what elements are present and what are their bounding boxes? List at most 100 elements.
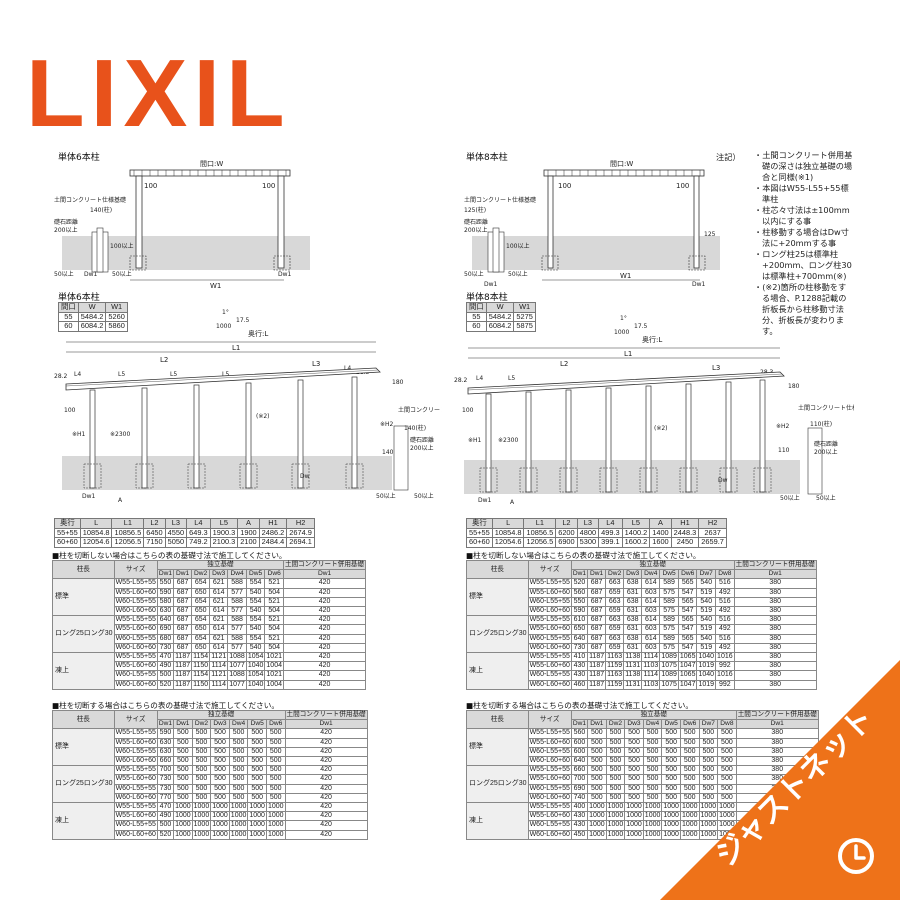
table-cell: W60-L60+60 [113,829,158,840]
col-header: Dw1 [282,569,367,580]
svg-text:W1: W1 [210,282,221,288]
table-cell: 540 [245,642,266,654]
table-cell: 1000 [247,811,267,822]
table-cell: 663 [605,633,625,644]
group-label: ロング25ロング30 [466,765,529,804]
svg-text:100以上: 100以上 [506,242,529,250]
table-cell: 1138 [623,652,643,663]
svg-text:※H1: ※H1 [468,437,482,444]
table-cell: 500 [698,774,719,785]
table-cell: 547 [677,606,698,617]
table-cell: 560 [570,587,589,598]
table-cell: 621 [209,578,229,589]
table-cell: 1000 [265,811,286,822]
table-cell: 500 [698,746,719,758]
table-cell: 519 [696,587,717,598]
table-cell: 500 [698,737,719,748]
svg-text:L5: L5 [508,375,515,382]
svg-text:28.2: 28.2 [54,373,68,380]
table-cell: 1000 [587,820,607,831]
table-cell: 687 [587,587,607,598]
table-cell: 1154 [191,670,211,681]
col-header: Dw3 [210,719,230,730]
side-diagram-8: 1° 17.5 1000 奥行:L L1 L2 L3 28.2 L4 L5 28… [454,315,854,506]
table-cell: 1000 [717,820,737,831]
table-cell: 1000 [679,829,700,840]
caption-no-cut-8: ■柱を切断しない場合はこちらの表の基礎寸法で施工してください。 [466,551,701,560]
table-cell: 420 [282,679,367,690]
svg-text:140(柱): 140(柱) [404,424,426,432]
table-cell: W55-L60+60 [113,587,158,598]
table-cell: 519 [696,606,717,617]
table-cell: 687 [173,642,193,654]
caption-cut-6: ■柱を切断する場合はこちらの表の基礎寸法で施工してください。 [52,701,279,710]
svg-text:200以上: 200以上 [464,226,487,234]
table-cell: 1187 [173,652,193,663]
col-header: 土間コンクリート併用基礎 [282,559,367,571]
svg-text:間口:W: 間口:W [610,160,633,168]
svg-text:※2300: ※2300 [498,437,518,444]
col-header: Dw1 [173,569,193,580]
table-cell: 1047 [677,679,698,690]
table-cell: 1187 [587,670,607,681]
table-cell: 663 [605,615,625,626]
col-header: 土間コンクリート併用基礎 [733,559,817,571]
table-cell: 1163 [605,670,625,681]
table-cell: 380 [735,756,819,767]
note-item: ・土間コンクリート併用基礎の深さは独立基礎の場合と同様(※1) [754,150,853,182]
table-cell: 588 [227,633,247,644]
table-cell: 631 [623,624,643,635]
svg-text:L1: L1 [232,344,240,352]
table-cell: 500 [624,728,644,739]
table-cell: 500 [624,765,644,776]
table-cell: 730 [156,774,175,785]
table-cell: 575 [659,606,679,617]
col-header: Dw2 [605,719,626,730]
table-cell: W60-L60+60 [527,642,572,654]
clock-icon[interactable] [838,838,874,874]
svg-text:50以上: 50以上 [508,270,528,278]
note-item: ・ロング柱25は標準柱+200mm、ロング柱30は標準柱+700mm(※) [754,249,852,281]
table-cell: 521 [264,615,284,626]
table-cell: W55-L55+55 [113,615,158,626]
table-cell: 1000 [247,820,267,831]
table-cell: 504 [264,606,284,617]
table-cell: 770 [156,792,175,804]
table-cell: 500 [173,774,193,785]
table-cell: 521 [264,633,284,644]
table-cell: 420 [284,792,368,804]
note-item: ・本図はW55-L55+55標準柱 [754,183,849,204]
svg-text:50以上: 50以上 [376,492,396,500]
table-cell: 420 [282,642,367,654]
table-cell: W55-L55+55 [527,802,572,813]
table-cell: 1000 [228,820,249,831]
table-cell: 1000 [717,811,737,822]
table-cell: 500 [642,783,663,794]
col-header: サイズ [113,559,158,580]
table-cell: 500 [191,783,212,794]
table-cell: W60-L55+55 [113,670,158,681]
table-cell: 470 [156,652,175,663]
table-cell: 500 [661,728,681,739]
table-cell: 1121 [209,670,229,681]
svg-text:L4: L4 [476,375,483,382]
col-header: Dw1 [735,719,819,730]
svg-text:L2: L2 [560,360,568,368]
table-cell: 1000 [661,820,681,831]
table-cell: 687 [173,606,193,617]
table-cell: 1000 [698,829,719,840]
table-cell: 500 [624,774,644,785]
table-cell: 690 [570,783,589,794]
table-cell: 1000 [642,811,663,822]
table-cell: 492 [715,624,735,635]
table-cell: 1000 [624,811,644,822]
table-cell: 1114 [209,679,229,690]
table-cell: 500 [661,792,681,804]
table-cell: W55-L55+55 [527,652,572,663]
